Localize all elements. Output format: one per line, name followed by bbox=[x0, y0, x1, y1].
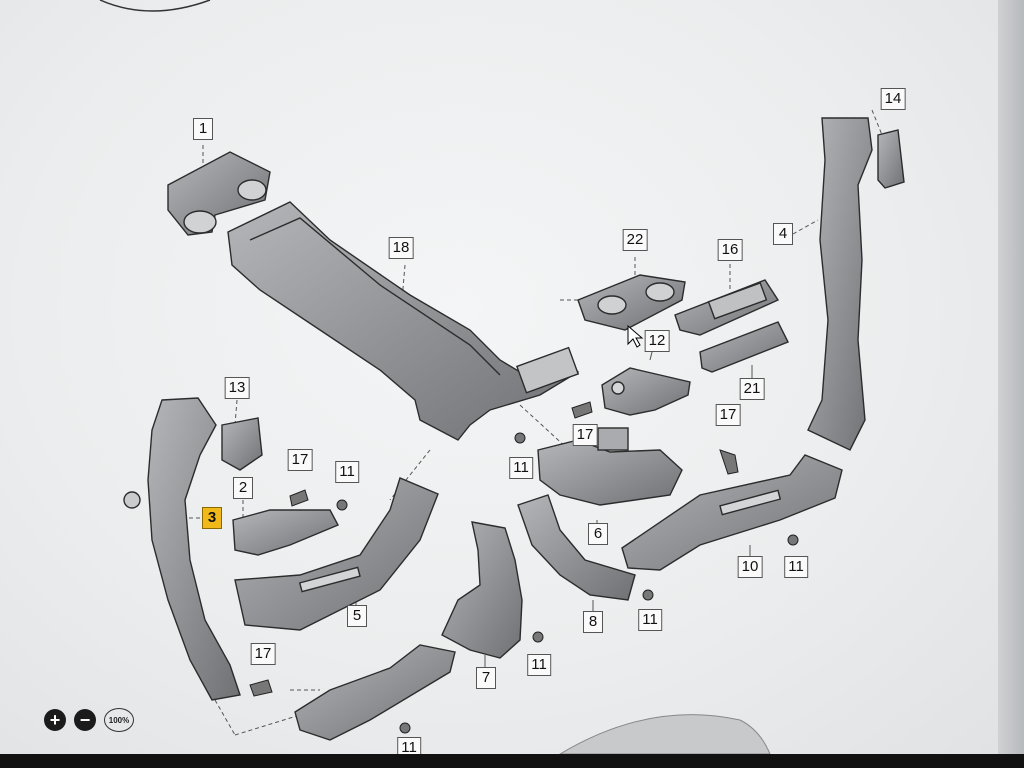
label-part-11-a[interactable]: 11 bbox=[335, 461, 359, 483]
plus-icon: + bbox=[49, 710, 61, 730]
label-part-10[interactable]: 10 bbox=[737, 556, 763, 578]
label-part-1[interactable]: 1 bbox=[193, 118, 213, 140]
label-part-11-c[interactable]: 11 bbox=[784, 556, 808, 578]
part-10-shape bbox=[621, 454, 843, 571]
label-part-17-b[interactable]: 17 bbox=[715, 404, 741, 426]
zoom-fit-label: 100% bbox=[108, 715, 130, 725]
label-part-7[interactable]: 7 bbox=[476, 667, 496, 689]
part-1-shape bbox=[167, 151, 271, 236]
compass-arc bbox=[99, 0, 211, 12]
label-part-12[interactable]: 12 bbox=[644, 330, 670, 352]
monitor-bezel-bottom bbox=[0, 754, 1024, 768]
label-part-11-g[interactable]: 11 bbox=[397, 737, 421, 759]
part-13-shape bbox=[221, 417, 263, 471]
exploded-parts-diagram bbox=[99, 0, 905, 754]
label-part-8[interactable]: 8 bbox=[583, 611, 603, 633]
part-8-shape bbox=[517, 494, 636, 601]
part-bottom-duct-shape bbox=[294, 644, 456, 741]
label-part-22[interactable]: 22 bbox=[622, 229, 648, 251]
monitor-bezel-right bbox=[998, 0, 1024, 768]
part-6-shape bbox=[537, 427, 683, 506]
part-14-shape bbox=[877, 129, 905, 189]
desk-reflection bbox=[559, 714, 771, 754]
label-part-21[interactable]: 21 bbox=[739, 378, 765, 400]
label-part-17-a[interactable]: 17 bbox=[572, 424, 598, 446]
zoom-out-button[interactable]: − bbox=[74, 709, 96, 731]
part-4-shape bbox=[807, 117, 873, 451]
label-part-17-d[interactable]: 17 bbox=[250, 643, 276, 665]
label-part-11-b[interactable]: 11 bbox=[509, 457, 533, 479]
label-part-13[interactable]: 13 bbox=[224, 377, 250, 399]
part-18-shape bbox=[227, 201, 580, 441]
label-part-2[interactable]: 2 bbox=[233, 477, 253, 499]
label-part-6[interactable]: 6 bbox=[588, 523, 608, 545]
label-part-4[interactable]: 4 bbox=[773, 223, 793, 245]
part-3-shape bbox=[123, 397, 241, 701]
label-part-11-d[interactable]: 11 bbox=[638, 609, 662, 631]
part-16-shape bbox=[674, 279, 780, 336]
minus-icon: − bbox=[79, 710, 91, 730]
zoom-fit-button[interactable]: 100% bbox=[104, 708, 134, 732]
label-part-14[interactable]: 14 bbox=[880, 88, 906, 110]
part-12-shape bbox=[601, 367, 691, 416]
zoom-in-button[interactable]: + bbox=[44, 709, 66, 731]
part-22-shape bbox=[577, 274, 686, 331]
part-5-shape bbox=[234, 477, 439, 631]
part-7-shape bbox=[441, 521, 523, 659]
label-part-18[interactable]: 18 bbox=[388, 237, 414, 259]
part-21-shape bbox=[699, 321, 789, 373]
label-part-5[interactable]: 5 bbox=[347, 605, 367, 627]
label-part-17-c[interactable]: 17 bbox=[287, 449, 313, 471]
part-2-shape bbox=[232, 509, 339, 556]
label-part-16[interactable]: 16 bbox=[717, 239, 743, 261]
label-part-11-e[interactable]: 11 bbox=[527, 654, 551, 676]
label-part-3-highlighted[interactable]: 3 bbox=[202, 507, 222, 529]
mouse-cursor bbox=[627, 324, 644, 348]
zoom-controls: + − 100% bbox=[44, 708, 134, 732]
